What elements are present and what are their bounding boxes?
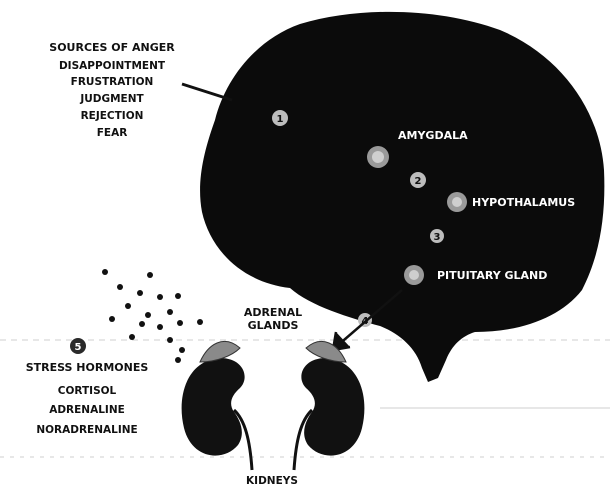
pituitary-marker	[404, 265, 424, 285]
right-kidney	[294, 358, 364, 470]
source-item: FRUSTRATION	[71, 76, 154, 88]
stress-hormones-title: STRESS HORMONES	[26, 361, 149, 374]
left-kidney	[182, 358, 252, 470]
step-badge-1: 1	[272, 110, 288, 126]
svg-text:3: 3	[434, 232, 441, 243]
left-adrenal-gland	[200, 341, 240, 362]
hormone-dots	[102, 269, 203, 363]
source-item: REJECTION	[81, 110, 144, 122]
hypothalamus-marker	[447, 192, 467, 212]
adrenal-glands-label: ADRENAL GLANDS	[244, 306, 302, 332]
step-badge-2: 2	[410, 172, 426, 188]
stress-hormones: STRESS HORMONES CORTISOL ADRENALINE NORA…	[26, 361, 149, 436]
sources-title: SOURCES OF ANGER	[49, 41, 175, 54]
amygdala-marker	[367, 146, 389, 168]
svg-text:GLANDS: GLANDS	[248, 319, 299, 332]
source-item: JUDGMENT	[79, 93, 144, 105]
svg-text:1: 1	[277, 114, 284, 125]
source-item: DISAPPOINTMENT	[59, 60, 166, 72]
background-lines	[0, 340, 610, 457]
hormone-item: CORTISOL	[58, 385, 117, 397]
source-item: FEAR	[97, 127, 128, 139]
pituitary-gland-label: PITUITARY GLAND	[437, 269, 547, 282]
sources-arrow	[182, 84, 232, 100]
amygdala-label: AMYGDALA	[398, 129, 468, 142]
svg-text:2: 2	[415, 176, 422, 187]
svg-text:ADRENAL: ADRENAL	[244, 306, 302, 319]
hormone-item: NORADRENALINE	[36, 424, 137, 436]
kidneys-label: KIDNEYS	[246, 475, 298, 487]
step-badge-3: 3	[430, 229, 444, 243]
sources-of-anger: SOURCES OF ANGER DISAPPOINTMENT FRUSTRAT…	[49, 41, 175, 139]
hypothalamus-label: HYPOTHALAMUS	[472, 196, 575, 209]
step-badge-5: 5	[70, 338, 86, 354]
hormone-item: ADRENALINE	[49, 404, 125, 416]
svg-text:5: 5	[75, 342, 82, 353]
